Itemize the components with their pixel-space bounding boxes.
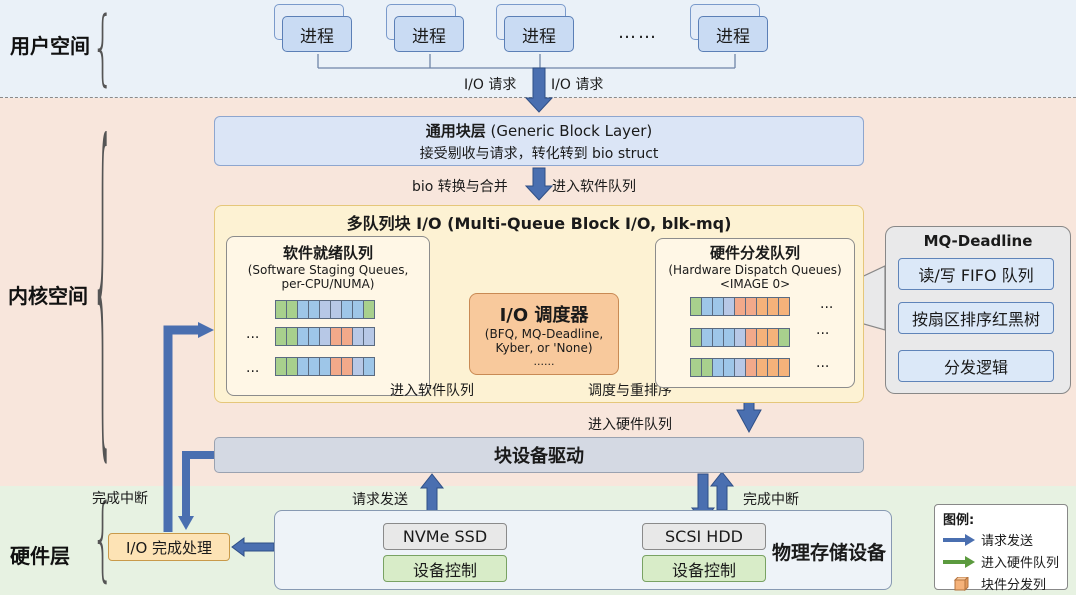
io-scheduler-dots: ...... [533, 354, 555, 368]
io-scheduler-title: I/O 调度器 [499, 304, 589, 326]
legend-label: 进入硬件队列 [981, 556, 1060, 571]
hardware-brace: { [92, 485, 114, 594]
generic-block-desc: 接受剔收与请求，转化转到 bio struct [419, 145, 659, 162]
software-queue [275, 357, 375, 376]
mq-deadline-title: MQ-Deadline [923, 232, 1033, 250]
software-queues-sub2: per-CPU/NUMA) [281, 277, 375, 291]
hardware-queues-title: 硬件分发队列 [709, 244, 800, 262]
schedule-reorder-label: 调度与重排序 [588, 383, 672, 399]
completion-interrupt-left-label: 完成中断 [92, 491, 148, 507]
process-box: 进程 [394, 16, 464, 52]
software-queues-title: 软件就绪队列 [282, 244, 373, 262]
user-brace: { [92, 0, 114, 97]
blk-mq-title: 多队列块 I/O (Multi-Queue Block I/O, blk-mq) [346, 214, 732, 233]
software-queues-sub1: (Software Staging Queues, [247, 263, 409, 277]
io-scheduler-line1: (BFQ, MQ-Deadline, [484, 326, 604, 341]
io-completion-handler: I/O 完成处理 [108, 533, 230, 561]
mq-deadline-dispatch: 分发逻辑 [898, 350, 1054, 382]
block-device-driver-label: 块设备驱动 [494, 446, 584, 467]
hw-queue-dots: ... [820, 296, 834, 312]
legend-item-block: 块件分发列 [943, 574, 1067, 593]
generic-block-layer: 通用块层 (Generic Block Layer) 接受剔收与请求，转化转到 … [214, 116, 864, 166]
orange-block-icon [953, 576, 969, 591]
physical-storage-title: 物理存储设备 [772, 542, 887, 564]
green-arrow-icon [943, 555, 975, 568]
legend-label: 请求发送 [981, 534, 1034, 549]
generic-block-subtitle: (Generic Block Layer) [485, 121, 653, 140]
software-queue [275, 327, 375, 346]
legend-item-request: 请求发送 [943, 530, 1067, 549]
process-ellipsis: …… [618, 22, 658, 43]
arrow-generic-to-mq [524, 167, 554, 201]
block-device-driver: 块设备驱动 [214, 437, 864, 473]
completion-interrupt-right-label: 完成中断 [743, 492, 799, 508]
user-space-label: 用户空间 [10, 34, 90, 58]
hardware-queue [690, 297, 790, 316]
hardware-queues-header: 硬件分发队列 (Hardware Dispatch Queues) <IMAGE… [655, 242, 855, 291]
software-queues-header: 软件就绪队列 (Software Staging Queues, per-CPU… [226, 242, 430, 291]
enter-hw-queue-label: 进入硬件队列 [588, 417, 672, 433]
nvme-device-control: 设备控制 [383, 555, 507, 582]
hardware-queue [690, 358, 790, 377]
io-request-label-right: I/O 请求 [551, 77, 604, 93]
legend-panel: 图例: 请求发送 进入硬件队列 块件分发列 [934, 504, 1068, 593]
hw-queue-dots: ... [816, 322, 830, 338]
software-queue [275, 300, 375, 319]
arrow-complete-up [709, 471, 735, 511]
physical-storage-panel [274, 510, 892, 590]
mq-deadline-rbtree: 按扇区排序红黑树 [898, 302, 1054, 334]
scsi-hdd-label: SCSI HDD [642, 523, 766, 550]
legend-label: 块件分发列 [981, 578, 1047, 593]
legend-title: 图例: [943, 513, 975, 528]
io-scheduler-line2: Kyber, or 'None) [495, 340, 593, 355]
hardware-queue [690, 328, 790, 347]
hw-queue-dots: ... [816, 355, 830, 371]
enter-sw-queue-top-label: 进入软件队列 [552, 179, 636, 195]
generic-block-title: 通用块层 [425, 121, 486, 140]
arrow-to-io-done [231, 537, 275, 557]
bio-merge-label: bio 转换与合并 [412, 179, 508, 195]
hardware-queues-sub1: (Hardware Dispatch Queues) [668, 263, 842, 277]
blue-arrow-icon [943, 533, 975, 546]
enter-sw-queue-label: 进入软件队列 [390, 383, 474, 399]
io-request-label-left: I/O 请求 [464, 77, 517, 93]
hardware-queues-sub2: <IMAGE 0> [719, 277, 791, 291]
mq-deadline-fifo: 读/写 FIFO 队列 [898, 258, 1054, 290]
sw-queue-dots: ... [246, 360, 260, 376]
hardware-layer-label: 硬件层 [10, 544, 70, 568]
nvme-ssd-label: NVMe SSD [383, 523, 507, 550]
request-send-label: 请求发送 [352, 492, 408, 508]
kernel-brace: { [92, 76, 114, 501]
io-scheduler: I/O 调度器 (BFQ, MQ-Deadline, Kyber, or 'No… [469, 293, 619, 375]
process-box: 进程 [282, 16, 352, 52]
sw-queue-dots: ... [246, 326, 260, 342]
process-box: 进程 [698, 16, 768, 52]
arrow-user-to-generic [524, 67, 554, 113]
legend-item-hwqueue: 进入硬件队列 [943, 552, 1067, 571]
kernel-space-label: 内核空间 [8, 284, 88, 308]
process-box: 进程 [504, 16, 574, 52]
scsi-device-control: 设备控制 [642, 555, 766, 582]
